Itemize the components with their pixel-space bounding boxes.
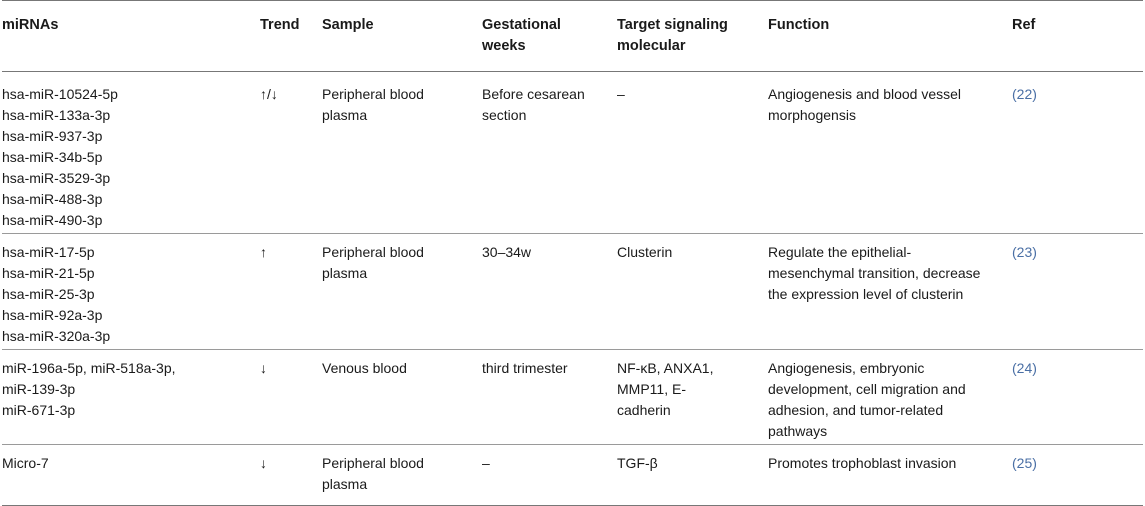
mirna-item: hsa-miR-17-5p <box>2 244 95 260</box>
cell-gestational: third trimester <box>482 350 617 445</box>
cell-gestational: – <box>482 455 490 471</box>
mirna-item: miR-139-3p <box>2 381 76 397</box>
function-text: Angiogenesis and blood vessel morphogens… <box>768 86 962 123</box>
mirna-item: Micro-7 <box>2 455 49 471</box>
mirna-item: miR-671-3p <box>2 402 76 418</box>
mirna-item: hsa-miR-34b-5p <box>2 149 103 165</box>
cell-mirnas: hsa-miR-10524-5p hsa-miR-133a-3p hsa-miR… <box>2 72 260 234</box>
ref-link[interactable]: (23) <box>1012 244 1037 260</box>
cell-mirnas: hsa-miR-17-5p hsa-miR-21-5p hsa-miR-25-3… <box>2 234 260 350</box>
cell-trend: ↓ <box>260 360 267 376</box>
ref-link[interactable]: (22) <box>1012 86 1037 102</box>
mirna-item: hsa-miR-21-5p <box>2 265 95 281</box>
cell-target: NF-κB, ANXA1, MMP11, E-cadherin <box>617 350 768 445</box>
cell-function: Angiogenesis, embryonic development, cel… <box>768 350 1012 445</box>
cell-sample: Peripheral blood plasma <box>322 234 482 350</box>
mirna-item: hsa-miR-937-3p <box>2 128 103 144</box>
sample-text: Peripheral blood plasma <box>322 455 424 492</box>
sample-text: Peripheral blood plasma <box>322 244 424 281</box>
cell-target: – <box>617 86 625 102</box>
header-sample: Sample <box>322 17 374 33</box>
function-text: Regulate the epithelial-mesenchymal tran… <box>768 244 981 302</box>
cell-function: Angiogenesis and blood vessel morphogens… <box>768 72 1012 234</box>
cell-ref: (22) <box>1012 72 1143 234</box>
mirna-item: hsa-miR-10524-5p <box>2 86 118 102</box>
ref-link[interactable]: (25) <box>1012 455 1037 471</box>
cell-trend: ↑ <box>260 244 267 260</box>
cell-trend: ↑/↓ <box>260 86 278 102</box>
mirna-item: hsa-miR-92a-3p <box>2 307 103 323</box>
gestational-text: Before cesarean section <box>482 86 585 123</box>
ref-link[interactable]: (24) <box>1012 360 1037 376</box>
mirna-item: hsa-miR-320a-3p <box>2 328 111 344</box>
cell-ref: (23) <box>1012 234 1143 350</box>
sample-text: Venous blood <box>322 360 407 376</box>
cell-trend: ↓ <box>260 455 267 471</box>
table-row: Micro-7 ↓ Peripheral blood plasma – TGF-… <box>2 445 1143 506</box>
sample-text: Peripheral blood plasma <box>322 86 424 123</box>
header-function: Function <box>768 17 830 33</box>
mirna-item: hsa-miR-490-3p <box>2 212 103 228</box>
cell-target: TGF-β <box>617 455 658 471</box>
header-mirnas: miRNAs <box>2 17 59 33</box>
gestational-text: third trimester <box>482 360 568 376</box>
cell-gestational: Before cesarean section <box>482 72 617 234</box>
cell-gestational: 30–34w <box>482 234 617 350</box>
cell-function: Regulate the epithelial-mesenchymal tran… <box>768 234 1012 350</box>
cell-sample: Peripheral blood plasma <box>322 445 482 506</box>
header-target-label: Target signaling molecular <box>617 17 728 54</box>
table-row: hsa-miR-17-5p hsa-miR-21-5p hsa-miR-25-3… <box>2 234 1143 350</box>
table-row: miR-196a-5p, miR-518a-3p, miR-139-3p miR… <box>2 350 1143 445</box>
cell-sample: Peripheral blood plasma <box>322 72 482 234</box>
cell-ref: (24) <box>1012 350 1143 445</box>
mirna-item: hsa-miR-133a-3p <box>2 107 111 123</box>
gestational-text: 30–34w <box>482 244 532 260</box>
function-text: Angiogenesis, embryonic development, cel… <box>768 360 966 439</box>
header-target: Target signaling molecular <box>617 1 768 72</box>
header-trend: Trend <box>260 17 300 33</box>
mirna-item: miR-196a-5p, miR-518a-3p, <box>2 360 176 376</box>
mirna-item: hsa-miR-488-3p <box>2 191 103 207</box>
mirna-item: hsa-miR-3529-3p <box>2 170 111 186</box>
cell-ref: (25) <box>1012 445 1143 506</box>
cell-mirnas: miR-196a-5p, miR-518a-3p, miR-139-3p miR… <box>2 350 260 445</box>
target-text: NF-κB, ANXA1, MMP11, E-cadherin <box>617 360 714 418</box>
cell-mirnas: Micro-7 <box>2 445 260 506</box>
cell-sample: Venous blood <box>322 350 482 445</box>
header-ref: Ref <box>1012 17 1036 33</box>
mirna-item: hsa-miR-25-3p <box>2 286 95 302</box>
table-row: hsa-miR-10524-5p hsa-miR-133a-3p hsa-miR… <box>2 72 1143 234</box>
header-gestational-weeks: Gestational weeks <box>482 1 617 72</box>
cell-function: Promotes trophoblast invasion <box>768 455 957 471</box>
cell-target: Clusterin <box>617 244 673 260</box>
header-row: miRNAs Trend Sample Gestational weeks Ta… <box>2 0 1143 72</box>
header-gestational-label: Gestational weeks <box>482 17 561 54</box>
